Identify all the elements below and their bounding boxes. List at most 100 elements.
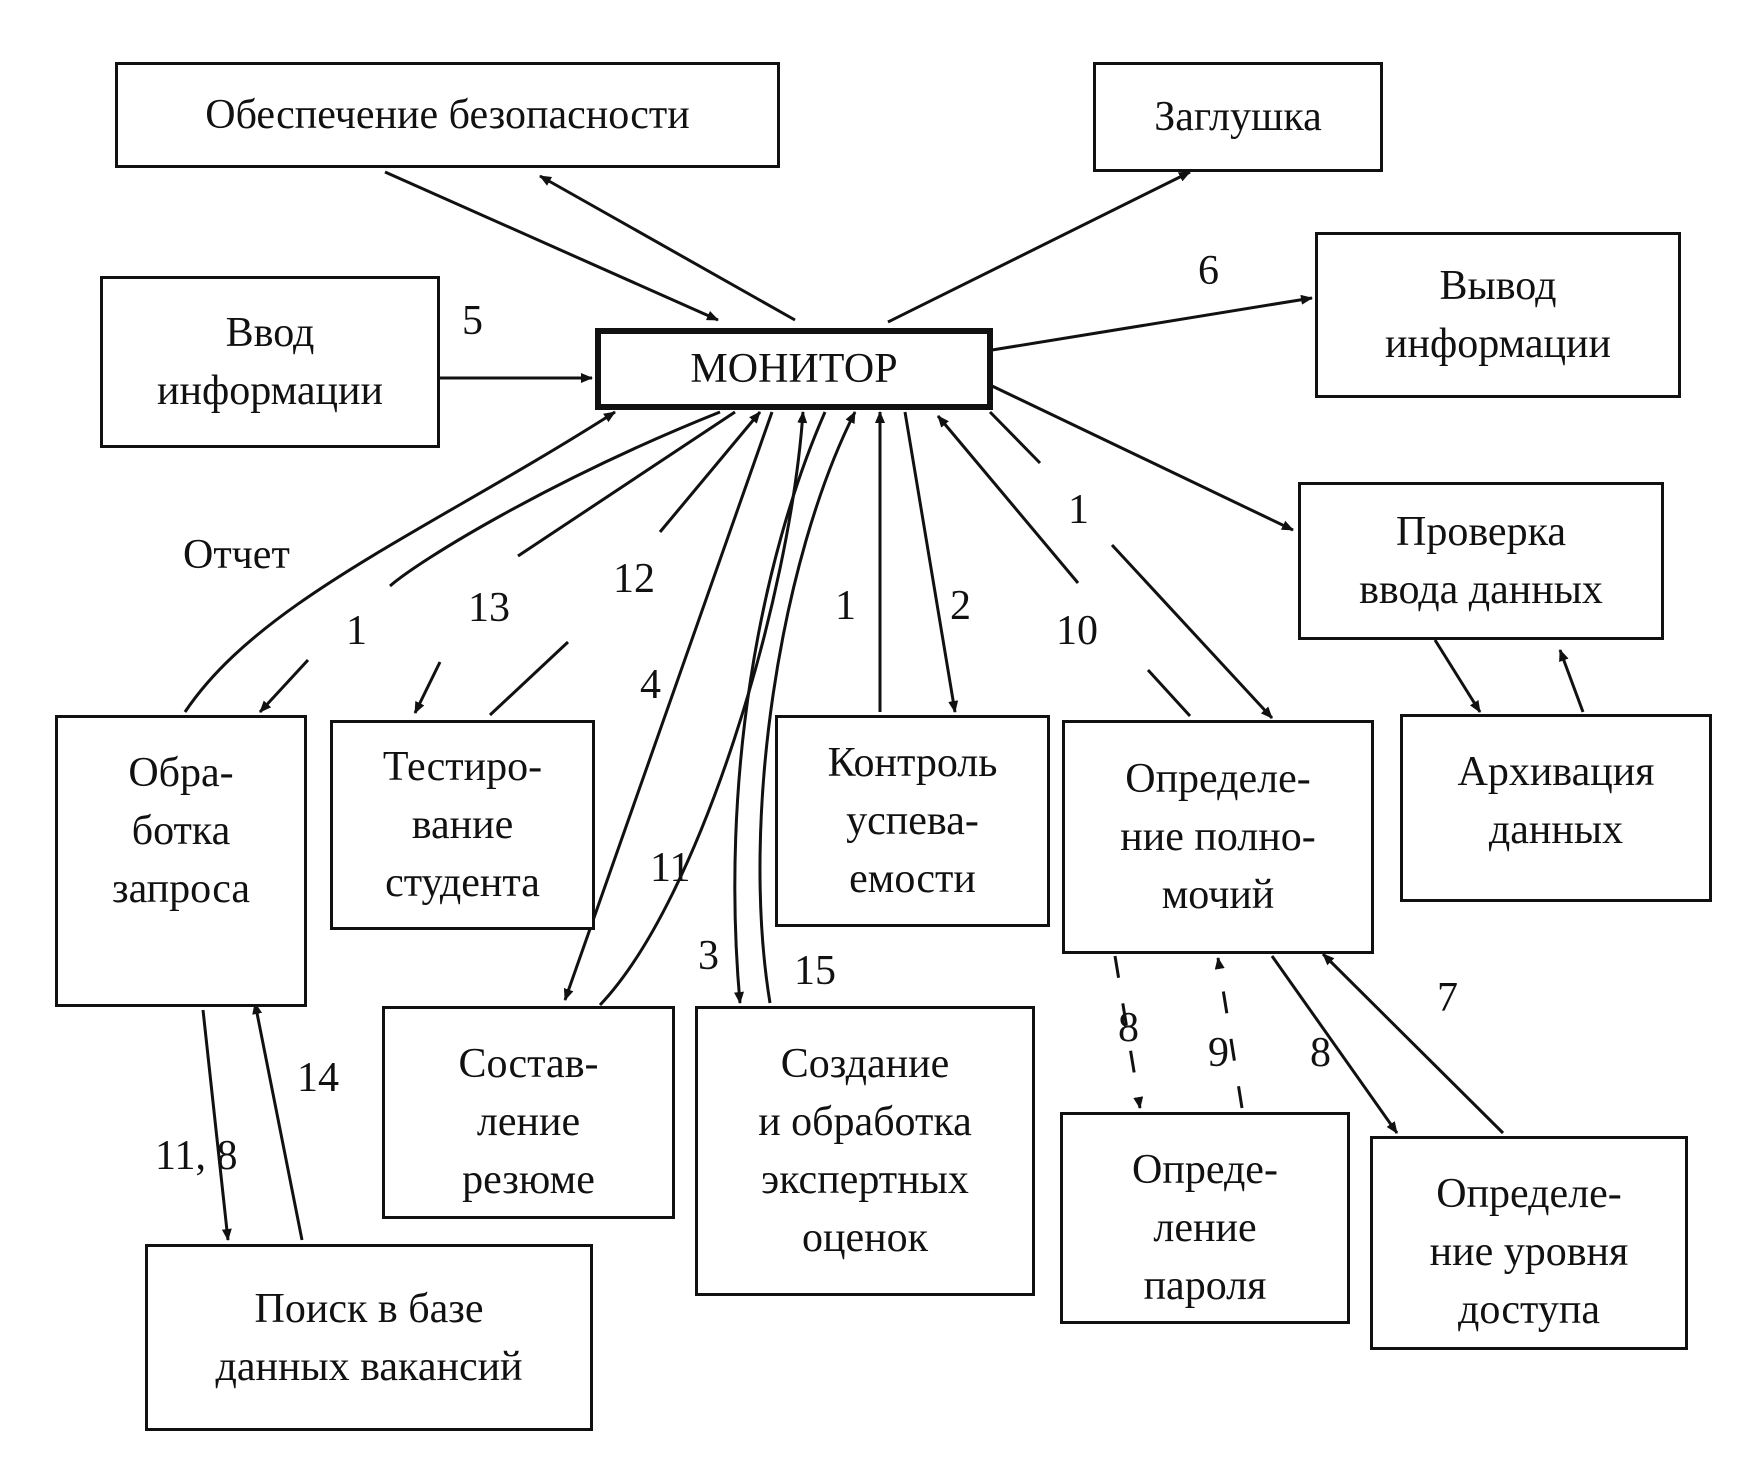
arrow-security-to-monitor [384, 170, 719, 322]
arrow-monitor-to-security [539, 174, 796, 322]
arrow-access-to-authority-7 [1321, 952, 1505, 1135]
node-archive-line-1: Архивация [1457, 749, 1655, 795]
node-request-line-3: запроса [112, 866, 250, 912]
node-testing-line-3: студента [385, 860, 540, 906]
node-progress-line-3: емости [849, 856, 976, 902]
arrow-authority-to-monitor-10 [1146, 668, 1192, 718]
label-3: 3 [698, 933, 719, 979]
arrow-monitor-to-output [991, 294, 1313, 352]
node-authority: Определе- ние полно- мочий [1062, 720, 1374, 954]
node-resume-line-1: Состав- [458, 1041, 599, 1087]
label-8-access: 8 [1310, 1030, 1331, 1076]
arrow-monitor-to-stub [887, 170, 1191, 324]
node-vacancy-line-2: данных вакансий [215, 1343, 523, 1390]
label-12: 12 [613, 556, 655, 602]
label-9: 9 [1208, 1030, 1229, 1076]
arrow-archive-to-check [1558, 649, 1585, 713]
arrow-monitor-to-progress-2 [903, 411, 959, 713]
node-security-line: Обеспечение безопасности [205, 92, 690, 138]
label-1-progress: 1 [835, 583, 856, 629]
node-testing-line-2: вание [411, 802, 514, 848]
arrow-testing-to-monitor-12 [488, 640, 570, 717]
node-stub: Заглушка [1093, 62, 1383, 172]
arrow-monitor-to-testing-13 [517, 410, 736, 558]
label-15: 15 [794, 948, 836, 994]
node-request-line-1: Обра- [128, 750, 234, 796]
label-4: 4 [640, 662, 661, 708]
node-stub-line: Заглушка [1154, 94, 1322, 140]
arrow-monitor-input-check [977, 375, 1294, 532]
node-resume-line-2: ление [476, 1099, 581, 1145]
node-access: Определе- ние уровня доступа [1370, 1136, 1688, 1350]
node-access-line-2: ние уровня [1429, 1229, 1629, 1275]
arrow-authority-to-monitor-10b [936, 415, 1080, 584]
arrow-monitor-to-expert-3 [733, 411, 827, 1004]
node-password-line-2: ление [1153, 1205, 1257, 1251]
label-13: 13 [468, 585, 510, 631]
node-password-line-3: пароля [1143, 1263, 1267, 1309]
node-security: Обеспечение безопасности [115, 62, 780, 168]
arrow-monitor-to-testing-13b [413, 661, 442, 714]
node-access-line-3: доступа [1458, 1287, 1600, 1333]
node-vacancy: Поиск в базе данных вакансий [145, 1244, 593, 1431]
node-archive-line-2: данных [1488, 807, 1624, 853]
label-8-password: 8 [1118, 1005, 1139, 1051]
node-progress: Контроль успева- емости [775, 715, 1050, 927]
node-request-line-2: ботка [131, 808, 231, 854]
node-progress-line-2: успева- [846, 798, 979, 844]
node-output-line-2: информации [1385, 321, 1611, 367]
node-authority-line-3: мочий [1161, 872, 1275, 918]
arrow-monitor-to-request-1 [389, 410, 721, 588]
node-authority-line-2: ние полно- [1120, 814, 1316, 860]
node-expert-line-1: Создание [780, 1041, 950, 1087]
label-14: 14 [297, 1055, 339, 1101]
node-vacancy-line-1: Поиск в базе [254, 1285, 484, 1332]
arrow-expert-to-monitor-15 [758, 411, 857, 1004]
label-1-request: 1 [346, 608, 367, 654]
node-input-check-line-2: ввода данных [1359, 567, 1603, 613]
node-authority-line-1: Определе- [1125, 756, 1311, 802]
label-6: 6 [1198, 248, 1219, 294]
node-access-line-1: Определе- [1436, 1171, 1622, 1217]
arrow-request-report-to-monitor [183, 410, 616, 713]
node-input-line-1: Ввод [225, 310, 315, 356]
node-output: Вывод информации [1315, 232, 1681, 398]
label-2: 2 [950, 583, 971, 629]
node-expert-line-2: и обработка [758, 1099, 972, 1145]
node-progress-line-1: Контроль [827, 740, 998, 786]
node-expert-line-4: оценок [802, 1215, 928, 1261]
arrow-monitor-to-authority-1b [1110, 543, 1274, 720]
node-archive: Архивация данных [1400, 714, 1712, 902]
node-expert-line-3: экспертных [761, 1157, 969, 1203]
node-input-check-line-1: Проверка [1396, 509, 1566, 555]
node-resume: Состав- ление резюме [382, 1006, 675, 1219]
label-7: 7 [1437, 975, 1458, 1021]
node-testing: Тестиро- вание студента [330, 720, 595, 930]
node-input: Ввод информации [100, 276, 440, 448]
node-password-line-1: Опреде- [1132, 1147, 1278, 1193]
arrow-vacancy-to-request [252, 1002, 304, 1241]
label-10: 10 [1056, 608, 1098, 654]
arrow-monitor-to-request-1b [258, 658, 310, 714]
node-expert: Создание и обработка экспертных оценок [695, 1006, 1035, 1296]
node-password: Опреде- ление пароля [1060, 1112, 1350, 1324]
arrow-testing-to-monitor-12b [658, 411, 762, 533]
node-resume-line-3: резюме [462, 1157, 595, 1203]
label-5: 5 [462, 298, 483, 344]
label-11-8: 11, 8 [155, 1133, 238, 1179]
node-request: Обра- ботка запроса [55, 715, 307, 1007]
arrow-check-to-archive [1433, 639, 1482, 713]
node-input-check: Проверка ввода данных [1298, 482, 1664, 640]
arrow-authority-to-access-8 [1270, 955, 1399, 1134]
node-monitor: МОНИТОР [595, 328, 993, 410]
label-11-resume: 11 [650, 845, 691, 891]
node-monitor-line: МОНИТОР [690, 346, 898, 392]
label-1-check: 1 [1068, 487, 1089, 533]
arrow-request-to-vacancy [201, 1009, 232, 1241]
arrow-monitor-to-resume-4 [563, 411, 774, 1001]
node-testing-line-1: Тестиро- [382, 744, 543, 790]
arrow-monitor-to-authority-1 [988, 410, 1042, 465]
label-report: Отчет [183, 532, 290, 578]
